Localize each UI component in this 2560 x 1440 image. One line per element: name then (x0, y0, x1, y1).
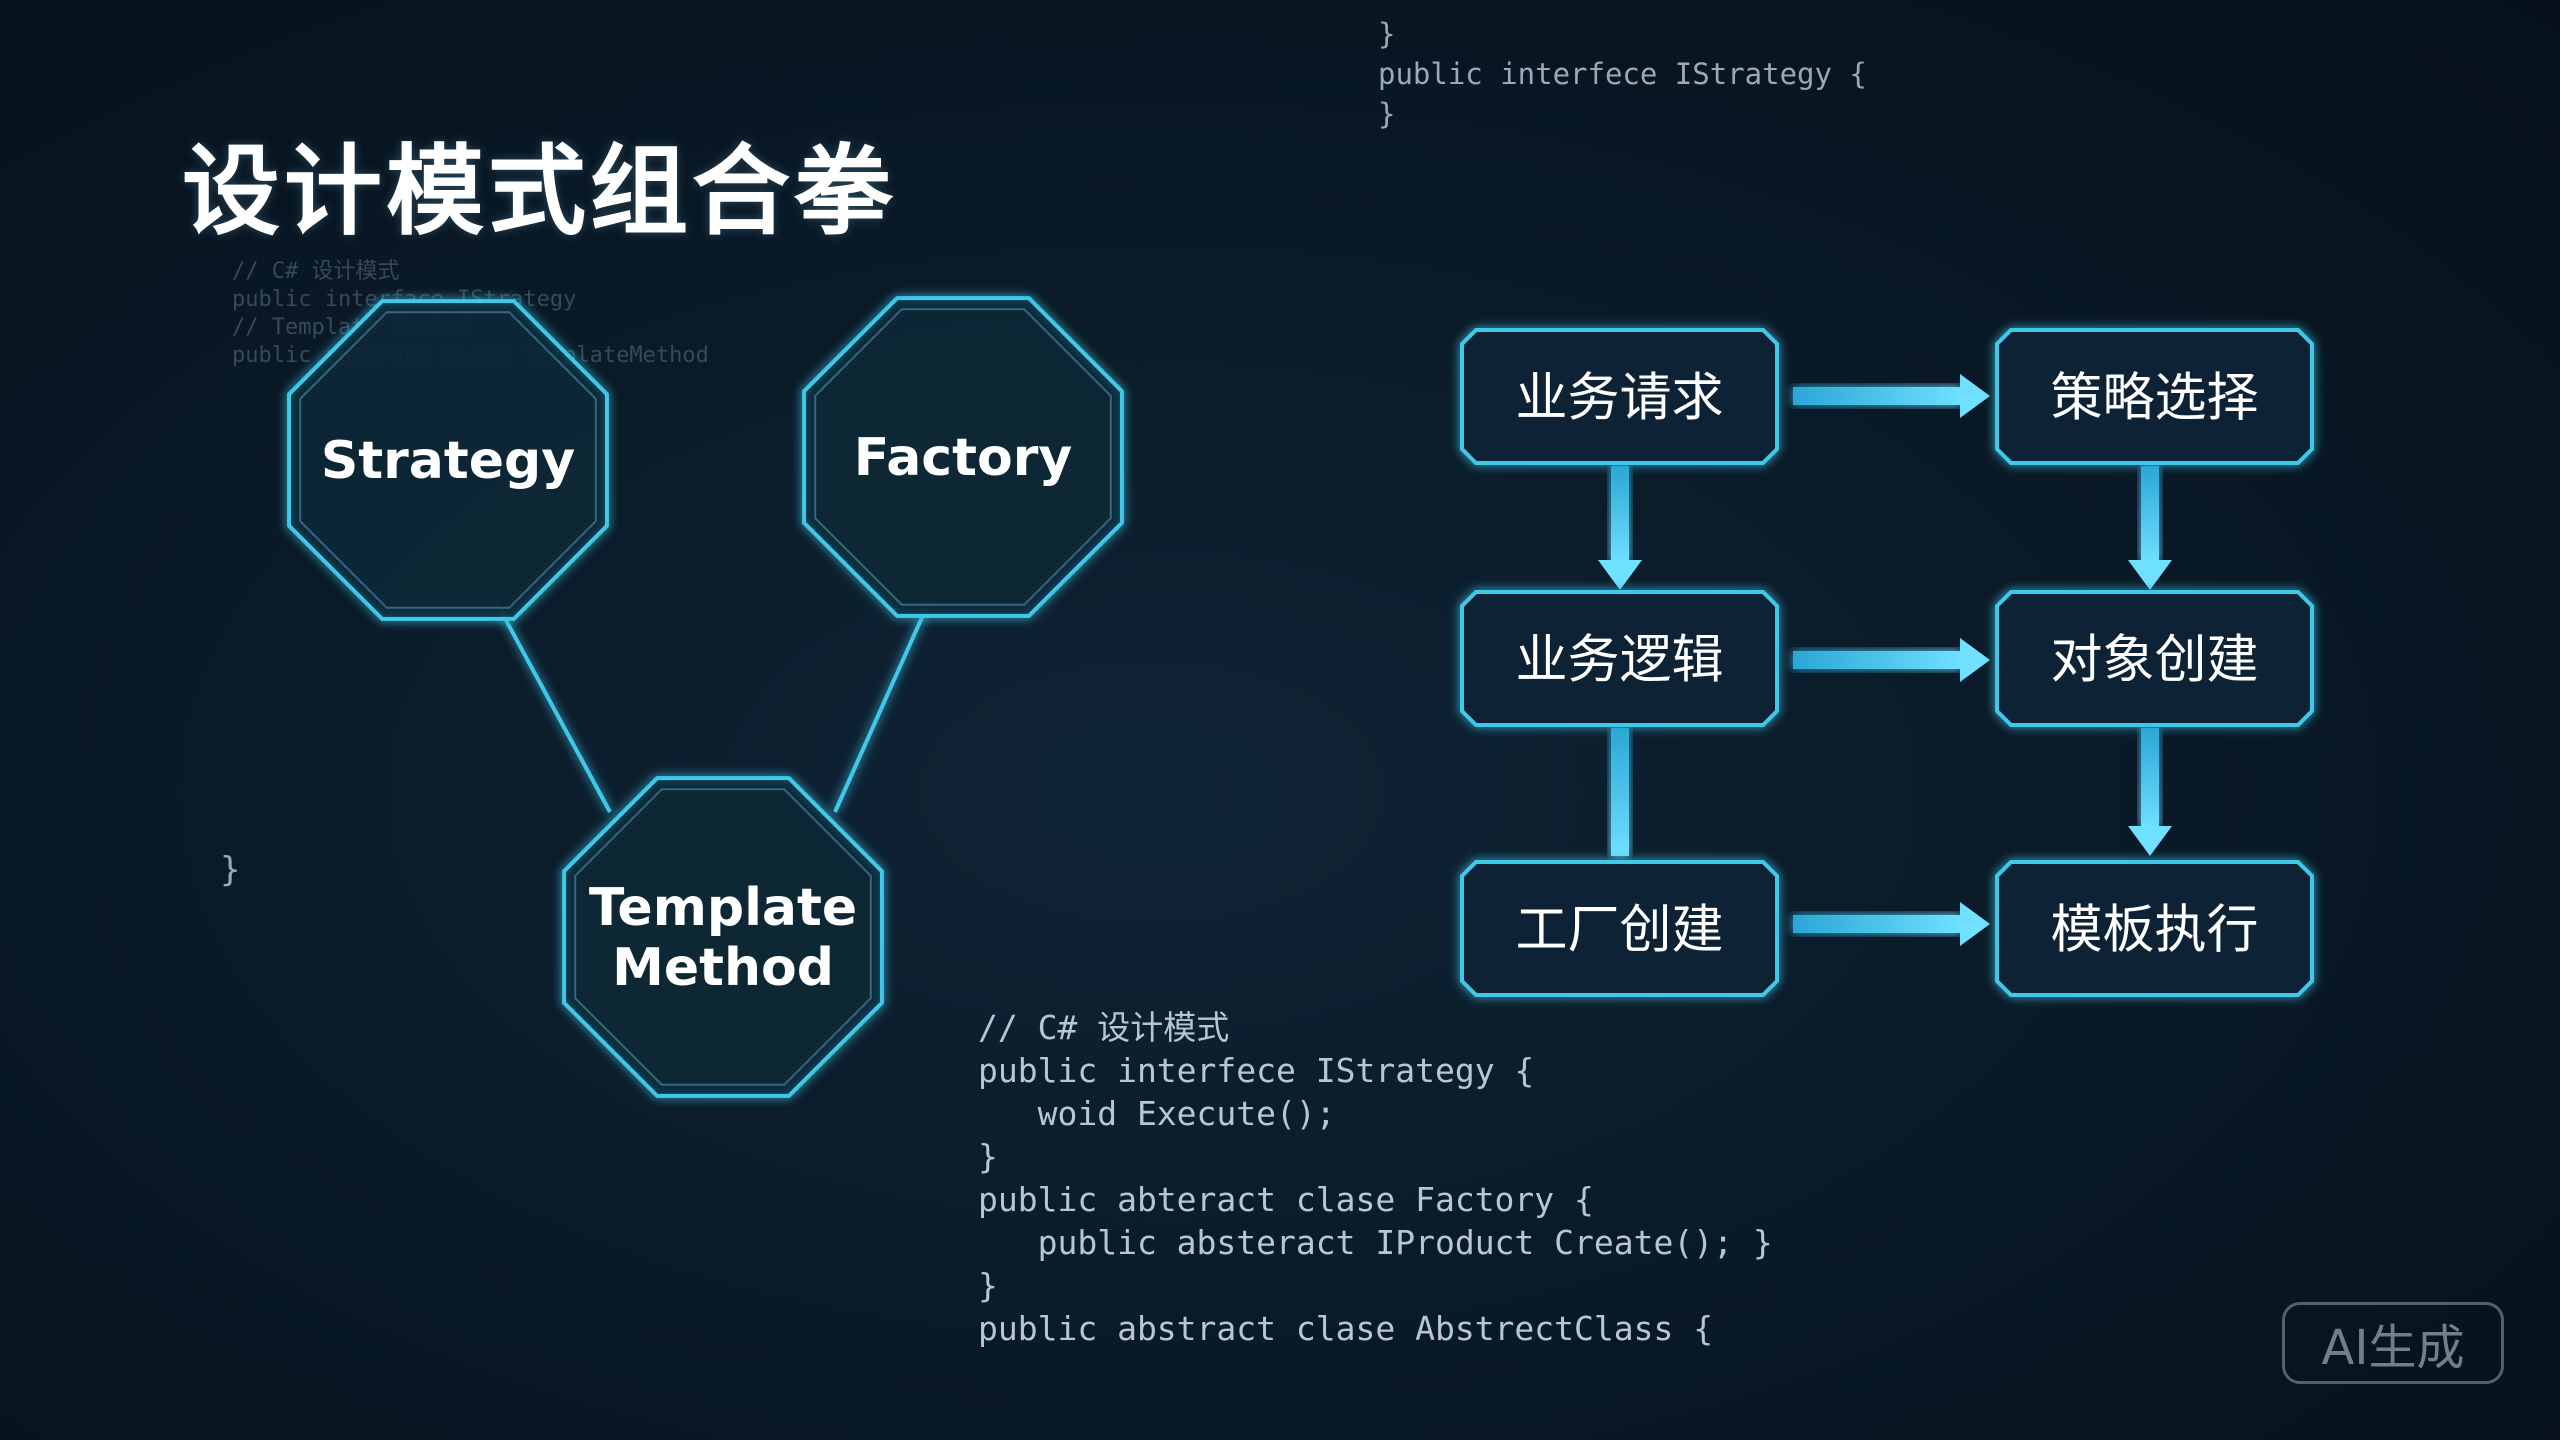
flow-box-frame (1460, 860, 1779, 997)
flow-box-label: 业务逻辑 (1515, 631, 1723, 691)
code-line: } (1378, 17, 1396, 51)
pattern-label: Strategy (321, 431, 575, 491)
code-line: public interfece IStrategy { (1378, 57, 1867, 91)
code-line: // C# 设计模式 (232, 259, 400, 284)
code-closing-brace: } (220, 850, 241, 890)
flow-box-template-exec: 模板执行 (1995, 860, 2314, 997)
code-line: public abteract clase Factory { (978, 1180, 1594, 1219)
code-line: public interfece IStrategy { (978, 1051, 1535, 1090)
flow-box-label: 业务请求 (1515, 369, 1723, 429)
flow-arrow-down (1598, 466, 1642, 590)
flow-box-frame (1995, 328, 2314, 465)
pattern-label: Factory (854, 428, 1073, 488)
pattern-connectors (493, 455, 930, 813)
flow-arrow-down (2128, 466, 2172, 590)
flow-box-frame (1995, 860, 2314, 997)
flow-arrow-shaft (1793, 651, 1962, 669)
flow-arrow-right (1793, 374, 1990, 418)
flow-box-create: 对象创建 (1995, 590, 2314, 727)
flow-arrow-right (1793, 902, 1990, 946)
flow-arrow-down (2128, 728, 2172, 856)
flow-box-logic: 业务逻辑 (1460, 590, 1779, 727)
code-line: } (978, 1266, 998, 1305)
pattern-node-template: TemplateMethod (562, 776, 884, 1098)
code-snippet-top: } public interfece IStrategy {} (1378, 14, 1867, 134)
octagon-inner-ring (814, 308, 1112, 606)
flow-arrow-right (1793, 638, 1990, 682)
flow-box-frame (1460, 590, 1779, 727)
octagon-shape (562, 776, 884, 1098)
code-line: // C# 设计模式 (978, 1008, 1230, 1047)
pattern-label: Method (612, 938, 834, 998)
flow-box-select: 策略选择 (1995, 328, 2314, 465)
flow-arrow-head (1960, 638, 1990, 682)
flow-box-label: 工厂创建 (1515, 901, 1723, 961)
flow-arrow-head (1960, 374, 1990, 418)
code-line: } (1378, 97, 1396, 131)
code-line: public absteract IProduct Create(); } (978, 1223, 1773, 1262)
flow-arrow-shaft (1793, 915, 1962, 933)
ai-generated-badge: AI生成 (2282, 1302, 2504, 1384)
flow-box-label: 模板执行 (2050, 901, 2258, 961)
flow-box-req: 业务请求 (1460, 328, 1779, 465)
octagon-inner-ring (299, 311, 597, 609)
code-line: public abstract clase AbstrectClass { (978, 1309, 1714, 1348)
flow-box-frame (1995, 590, 2314, 727)
octagon-inner-ring (574, 788, 872, 1086)
flow-box-frame (1460, 328, 1779, 465)
flow-arrow-shaft (2141, 728, 2159, 828)
flow-arrow-shaft (1611, 466, 1629, 562)
pattern-label: Template (589, 878, 857, 938)
code-line: woid Execute(); (978, 1094, 1336, 1133)
flow-box-factory-create: 工厂创建 (1460, 860, 1779, 997)
code-line: } (978, 1137, 998, 1176)
flow-box-label: 对象创建 (2050, 631, 2258, 691)
flow-box-label: 策略选择 (2050, 369, 2258, 429)
octagon-shape (287, 299, 609, 621)
flow-arrow-shaft (1611, 728, 1629, 856)
flow-arrow-shaft (1793, 387, 1962, 405)
flow-arrows (1598, 374, 2172, 946)
flow-arrow-head (2128, 826, 2172, 856)
code-snippet-main: // C# 设计模式 public interfece IStrategy { w… (978, 1006, 1773, 1350)
pattern-connector-line (493, 599, 612, 813)
pattern-node-factory: Factory (802, 296, 1124, 618)
flow-arrow-shaft (2141, 466, 2159, 562)
page-title: 设计模式组合拳 (182, 135, 897, 249)
pattern-connector-line (833, 603, 930, 813)
flow-arrow-head (1598, 560, 1642, 590)
flow-connector (1611, 728, 1629, 856)
octagon-shape (802, 296, 1124, 618)
flow-arrow-head (2128, 560, 2172, 590)
pattern-node-strategy: Strategy (287, 299, 609, 621)
flow-arrow-head (1960, 902, 1990, 946)
